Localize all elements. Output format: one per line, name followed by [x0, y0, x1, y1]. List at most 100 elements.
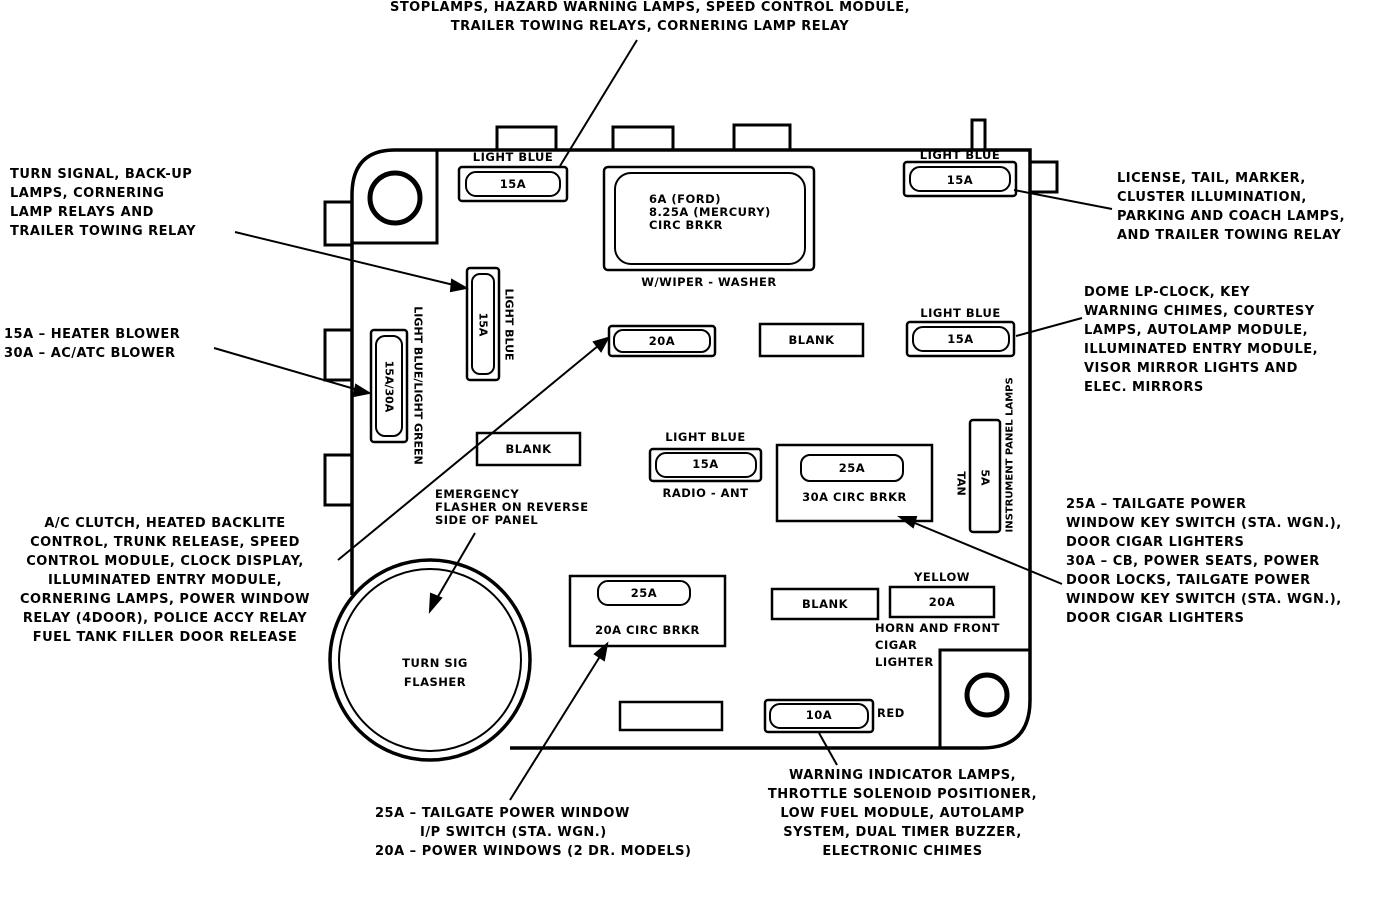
callout-license-line-1: LICENSE, TAIL, MARKER,	[1117, 171, 1306, 186]
turn-flasher-outer	[328, 558, 532, 762]
blank-slot-2	[475, 431, 582, 467]
leader-ac-clutch	[337, 340, 605, 561]
callout-heater-line-1: 15A – HEATER BLOWER	[4, 327, 181, 342]
callout-dome-line-2: WARNING CHIMES, COURTESY	[1084, 304, 1315, 319]
leader-turn-signal	[234, 231, 463, 288]
callout-dome: DOME LP-CLOCK, KEY WARNING CHIMES, COURT…	[1084, 283, 1318, 397]
callout-license-line-2: CLUSTER ILLUMINATION,	[1117, 190, 1307, 205]
fuse-center-20a-label: 20A	[648, 334, 676, 348]
callout-tailgate-25-line-2: I/P SWITCH (STA. WGN.)	[420, 825, 607, 840]
fuse-horn-color: YELLOW	[914, 570, 970, 584]
callout-tailgate-right-line-7: DOOR CIGAR LIGHTERS	[1066, 611, 1245, 626]
arrowhead-heater	[352, 383, 372, 398]
panel-tab-right	[1030, 160, 1059, 194]
callout-turn-signal-line-4: TRAILER TOWING RELAY	[10, 224, 197, 239]
callout-ac-clutch-line-5: CORNERING LAMPS, POWER WINDOW	[20, 592, 310, 607]
callout-license-line-4: AND TRAILER TOWING RELAY	[1117, 228, 1342, 243]
turn-flasher-line-2: FLASHER	[403, 675, 467, 689]
leader-tailgate-25	[509, 649, 605, 801]
blank-slot-2-label: BLANK	[505, 442, 552, 456]
fuse-instrument	[968, 418, 1002, 534]
callout-warning-line-1: WARNING INDICATOR LAMPS,	[788, 768, 1017, 783]
mount-hole-bottom-right	[964, 672, 1010, 718]
panel-tab-top-2	[611, 125, 675, 150]
callout-turn-signal: TURN SIGNAL, BACK-UP LAMPS, CORNERING LA…	[10, 165, 196, 241]
panel-tab-left-2	[323, 328, 352, 382]
arrowhead-emergency	[428, 592, 443, 614]
fuse-vertical-color: LIGHT BLUE	[502, 288, 516, 361]
leader-dome	[1015, 317, 1083, 337]
fuse-top-left-rating: 15A	[499, 177, 527, 191]
panel-tab-left-3	[323, 453, 352, 507]
fuse-heater-color: LIGHT BLUE/LIGHT GREEN	[411, 306, 425, 465]
fuse-top-right-inner	[909, 166, 1011, 192]
fuse-warning-rating: 10A	[805, 708, 833, 722]
callout-tailgate-right-line-2: WINDOW KEY SWITCH (STA. WGN.),	[1066, 516, 1342, 531]
fuse-warning-inner	[769, 703, 869, 729]
arrowhead-ac-clutch	[592, 336, 611, 353]
fuse-top-left-color: LIGHT BLUE	[472, 150, 554, 164]
callout-tailgate-right-line-1: 25A – TAILGATE POWER	[1066, 497, 1247, 512]
fuse-horn-label: HORN AND FRONT CIGAR LIGHTER	[875, 620, 1000, 671]
fuse-horn-label-line-1: HORN AND FRONT	[875, 621, 1000, 635]
panel-outline	[350, 148, 1032, 750]
blank-slot-3-label: BLANK	[801, 597, 849, 611]
fuse-instrument-label: INSTRUMENT PANEL LAMPS	[1004, 377, 1016, 533]
fuse-dome-rating: 15A	[947, 332, 974, 346]
leader-warning	[818, 732, 838, 766]
fuse-horn-label-line-3: LIGHTER	[875, 655, 934, 669]
callout-top-line-2: TRAILER TOWING RELAYS, CORNERING LAMP RE…	[450, 19, 850, 34]
callout-heater-line-2: 30A – AC/ATC BLOWER	[4, 346, 176, 361]
emergency-flasher-text: EMERGENCY FLASHER ON REVERSE SIDE OF PAN…	[425, 488, 595, 527]
fuse-radio-rating: 15A	[692, 457, 719, 471]
callout-ac-clutch-line-3: CONTROL MODULE, CLOCK DISPLAY,	[26, 554, 304, 569]
emergency-flasher-line-1: EMERGENCY	[435, 487, 520, 501]
callout-dome-line-6: ELEC. MIRRORS	[1084, 380, 1204, 395]
mount-hole-top-left	[367, 170, 423, 226]
cb-30a-label: 30A CIRC BRKR	[802, 490, 907, 504]
leader-emergency	[432, 532, 476, 606]
turn-flasher-inner	[338, 568, 522, 752]
leader-license	[1013, 189, 1113, 210]
arrowhead-tailgate-right	[897, 516, 918, 529]
blank-slot-1-label: BLANK	[788, 333, 835, 347]
callout-warning-line-2: THROTTLE SOLENOID POSITIONER,	[767, 787, 1038, 802]
callout-dome-line-5: VISOR MIRROR LIGHTS AND	[1084, 361, 1298, 376]
cb-20a-fuse-label: 25A	[630, 586, 658, 600]
blank-slot-1	[758, 322, 865, 358]
fuse-vertical-rating: 15A	[476, 312, 490, 337]
arrowhead-turn-signal	[449, 278, 469, 293]
fuse-heater-inner	[375, 335, 403, 437]
callout-warning: WARNING INDICATOR LAMPS, THROTTLE SOLENO…	[740, 766, 1065, 861]
callout-top-line-1: STOPLAMPS, HAZARD WARNING LAMPS, SPEED C…	[389, 0, 911, 15]
fuse-horn-rating: 20A	[928, 595, 956, 609]
callout-ac-clutch-line-6: RELAY (4DOOR), POLICE ACCY RELAY	[22, 611, 308, 626]
wiper-label: W/WIPER - WASHER	[641, 275, 777, 289]
callout-tailgate-right-line-4: 30A – CB, POWER SEATS, POWER	[1066, 554, 1320, 569]
fuse-center-20a-inner	[613, 329, 711, 353]
mount-corner-top-left	[352, 150, 439, 245]
fuse-horn-label-line-2: CIGAR	[875, 638, 918, 652]
callout-tailgate-25-line-3: 20A – POWER WINDOWS (2 DR. MODELS)	[375, 844, 692, 859]
fuse-dome-color: LIGHT BLUE	[920, 306, 1001, 320]
callout-ac-clutch-line-2: CONTROL, TRUNK RELEASE, SPEED	[30, 535, 300, 550]
leader-top	[559, 39, 638, 167]
arrowhead-tailgate-25	[593, 641, 609, 662]
callout-dome-line-4: ILLUMINATED ENTRY MODULE,	[1084, 342, 1319, 357]
cb-30a-fuse-label: 25A	[838, 461, 866, 475]
callout-license: LICENSE, TAIL, MARKER, CLUSTER ILLUMINAT…	[1117, 169, 1345, 245]
relay-slot-bottom	[618, 700, 724, 732]
fuse-radio-label: RADIO - ANT	[662, 486, 749, 500]
fuse-instrument-color: TAN	[954, 471, 968, 496]
callout-heater: 15A – HEATER BLOWER 30A – AC/ATC BLOWER	[4, 325, 180, 363]
callout-turn-signal-line-2: LAMPS, CORNERING	[10, 186, 165, 201]
callout-ac-clutch: A/C CLUTCH, HEATED BACKLITE CONTROL, TRU…	[0, 514, 330, 647]
callout-dome-line-3: LAMPS, AUTOLAMP MODULE,	[1084, 323, 1309, 338]
fuse-top-right-color: LIGHT BLUE	[919, 148, 1001, 162]
callout-ac-clutch-line-4: ILLUMINATED ENTRY MODULE,	[47, 573, 283, 588]
callout-tailgate-right-line-3: DOOR CIGAR LIGHTERS	[1066, 535, 1245, 550]
callout-license-line-3: PARKING AND COACH LAMPS,	[1117, 209, 1346, 224]
wiper-breaker-line-1: 6A (FORD)	[649, 192, 721, 206]
callout-tailgate-right: 25A – TAILGATE POWER WINDOW KEY SWITCH (…	[1066, 495, 1342, 628]
